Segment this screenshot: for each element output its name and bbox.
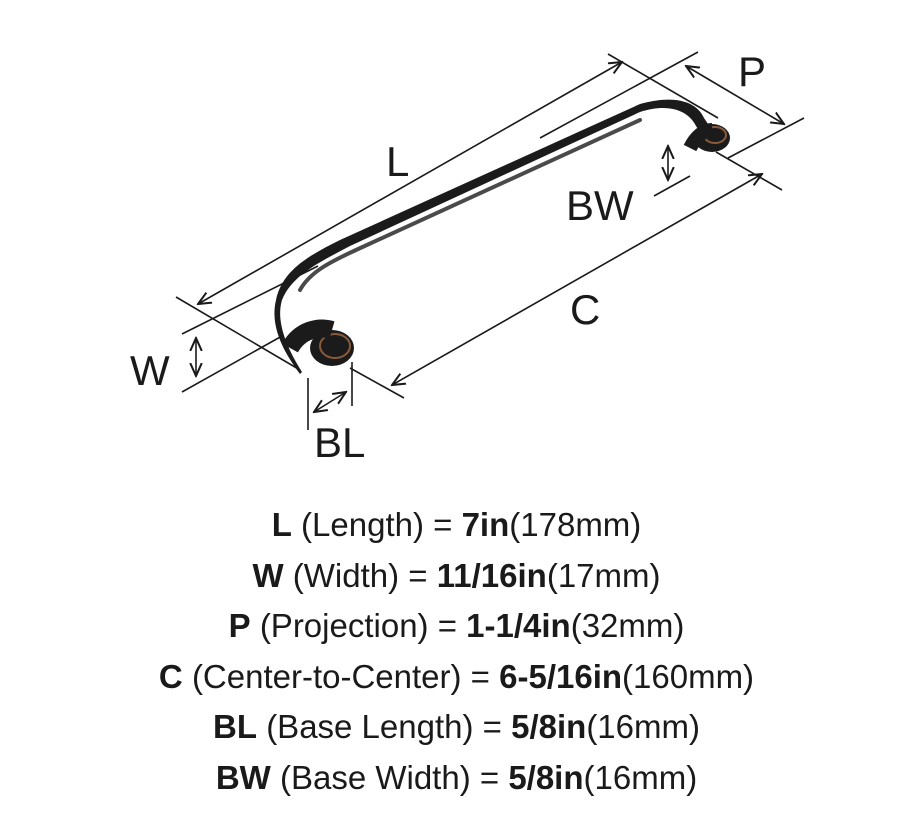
base-length-label: BL	[314, 419, 365, 466]
width-line-top	[181, 265, 319, 335]
spec-metric: (16mm)	[586, 708, 700, 745]
spec-metric: (17mm)	[546, 556, 661, 594]
spec-metric: (178mm)	[509, 506, 642, 543]
spec-abbr: BL	[213, 708, 258, 745]
spec-imperial: 6-5/16in	[499, 657, 623, 695]
spec-imperial: 5/8in	[511, 708, 587, 745]
spec-imperial: 7in	[461, 506, 510, 543]
spec-name: (Center-to-Center) =	[191, 657, 490, 695]
center-extension-left	[349, 367, 405, 399]
spec-imperial: 5/8in	[508, 758, 584, 796]
base-width-label: BW	[566, 182, 634, 229]
spec-name: (Width) =	[292, 556, 428, 594]
projection-extension-bottom	[727, 117, 805, 159]
spec-metric: (32mm)	[570, 607, 685, 644]
center-to-center-label: C	[570, 286, 600, 333]
spec-row-center-to-center: C (Center-to-Center) = 6-5/16in(160mm)	[0, 652, 913, 703]
length-arrow	[198, 62, 622, 304]
projection-extension-top	[539, 51, 699, 139]
spec-row-width: W (Width) = 11/16in(17mm)	[0, 551, 913, 602]
center-extension-right	[715, 151, 783, 191]
dimension-lines	[175, 51, 805, 430]
spec-row-base-width: BW (Base Width) = 5/8in(16mm)	[0, 753, 913, 804]
spec-imperial: 1-1/4in	[466, 607, 571, 644]
spec-abbr: P	[228, 607, 251, 644]
spec-name: (Projection) =	[259, 607, 457, 644]
spec-row-projection: P (Projection) = 1-1/4in(32mm)	[0, 601, 913, 652]
spec-row-base-length: BL (Base Length) = 5/8in(16mm)	[0, 702, 913, 753]
width-label: W	[130, 347, 170, 394]
dimension-specifications: L (Length) = 7in(178mm) W (Width) = 11/1…	[0, 500, 913, 803]
spec-name: (Length) =	[301, 506, 453, 543]
length-extension-right	[607, 53, 719, 119]
spec-metric: (16mm)	[583, 758, 698, 796]
center-arrow	[392, 174, 762, 385]
length-label: L	[386, 138, 409, 185]
length-extension-left	[175, 296, 301, 371]
left-base	[282, 319, 354, 366]
spec-row-length: L (Length) = 7in(178mm)	[0, 500, 913, 551]
spec-abbr: C	[158, 657, 183, 695]
handle-dimension-diagram: L P BW C W BL	[130, 48, 805, 466]
spec-name: (Base Width) =	[279, 758, 500, 796]
spec-name: (Base Length) =	[266, 708, 502, 745]
spec-imperial: 11/16in	[436, 556, 547, 594]
spec-abbr: BW	[215, 758, 271, 796]
projection-label: P	[738, 48, 766, 95]
cabinet-pull-handle	[274, 99, 730, 374]
base-width-leader	[653, 175, 691, 197]
projection-arrow	[686, 66, 784, 124]
base-length-arrow	[314, 392, 346, 412]
right-base	[683, 123, 730, 152]
spec-abbr: W	[252, 556, 284, 594]
spec-abbr: L	[271, 506, 292, 543]
spec-metric: (160mm)	[622, 657, 755, 695]
width-line-bottom	[181, 335, 283, 393]
